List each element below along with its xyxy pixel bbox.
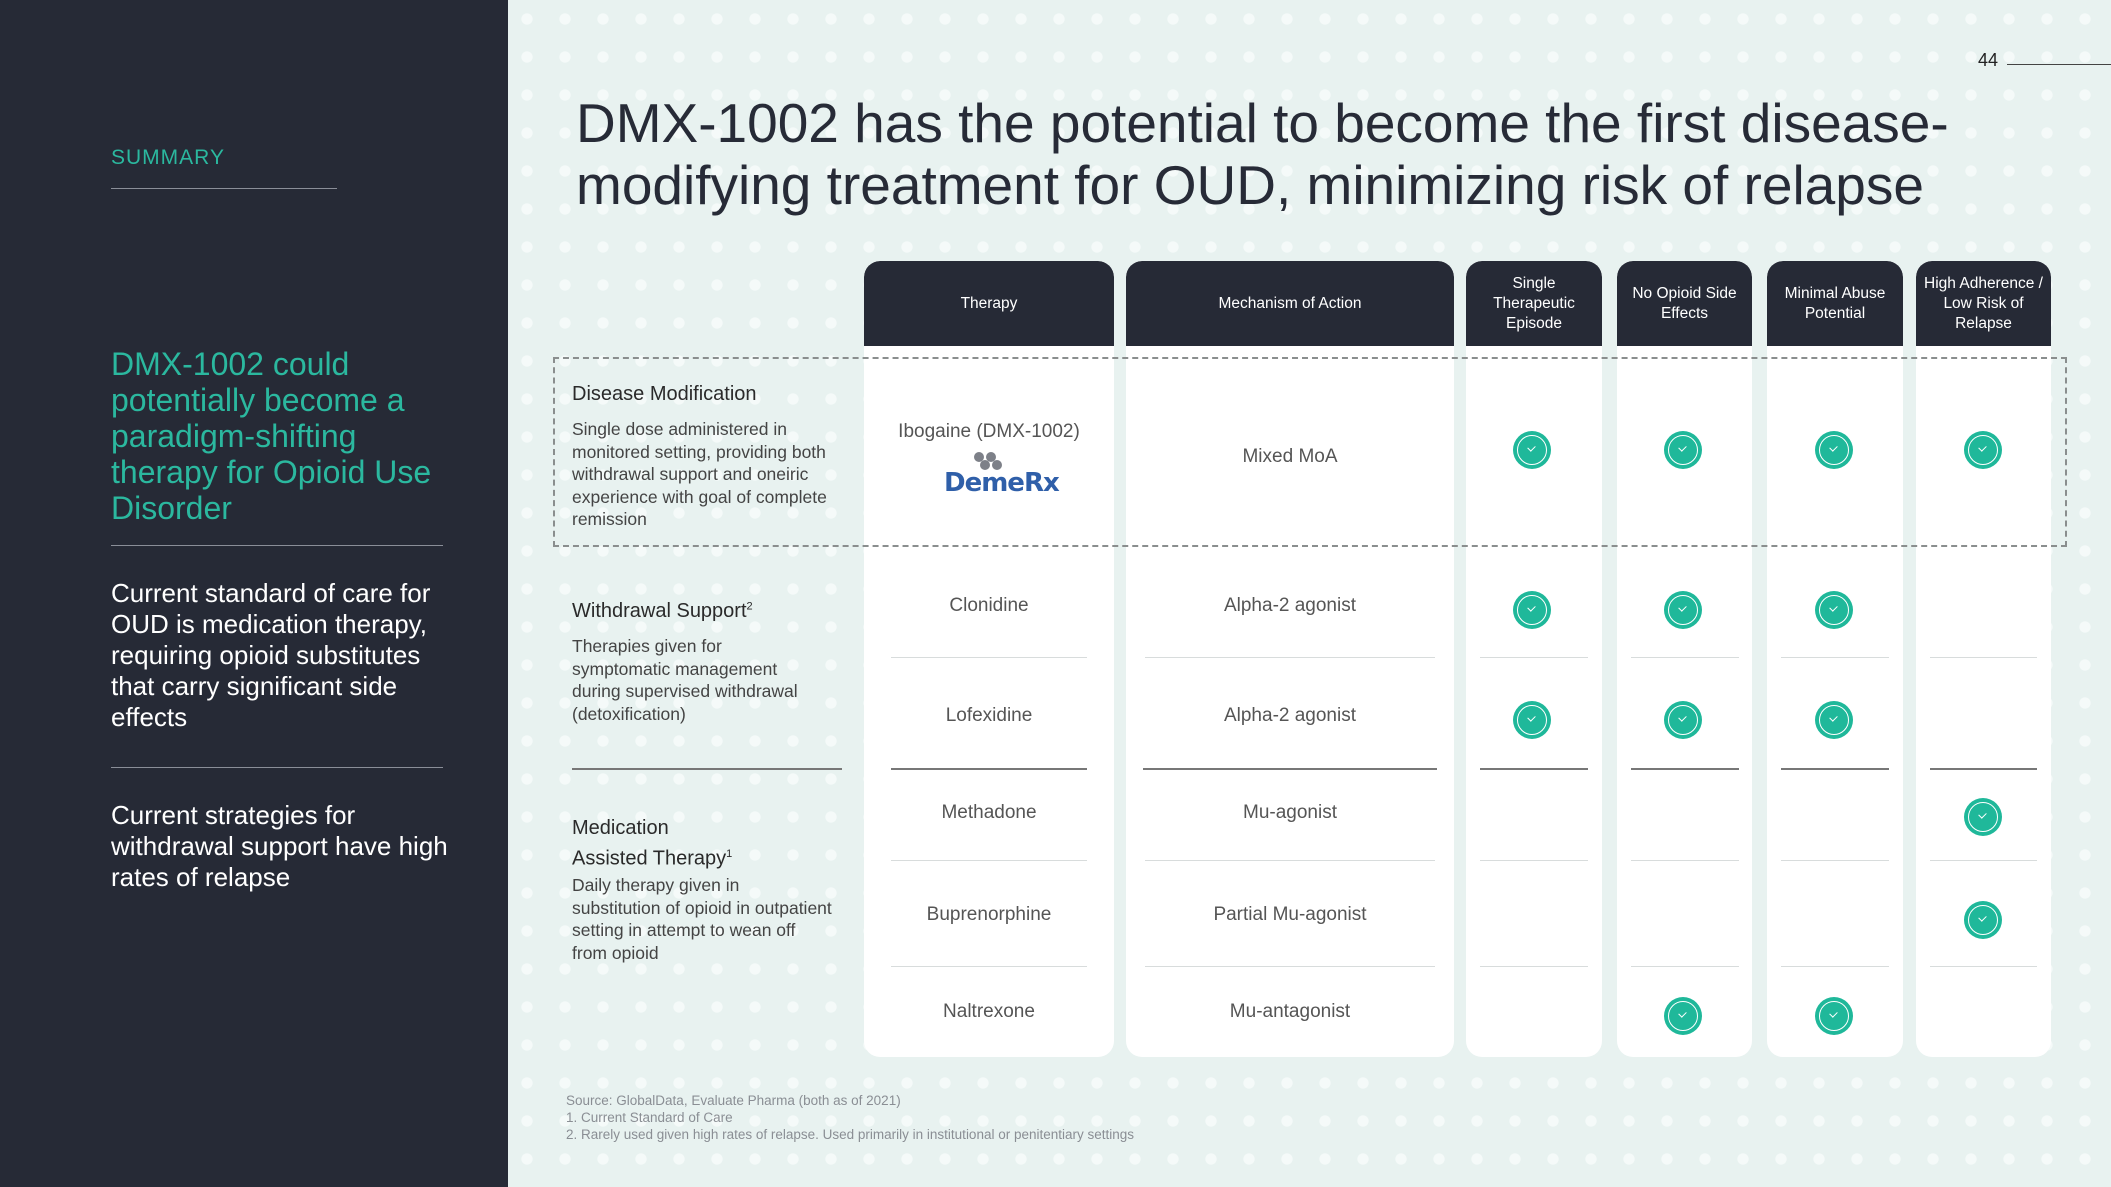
row-divider bbox=[1781, 768, 1889, 770]
column-header-single-episode: Single Therapeutic Episode bbox=[1466, 261, 1602, 346]
row-divider bbox=[1480, 657, 1588, 658]
row-divider bbox=[1930, 657, 2037, 658]
row-divider bbox=[1781, 860, 1889, 861]
check-icon bbox=[1815, 591, 1853, 629]
therapy-cell: Buprenorphine bbox=[926, 904, 1052, 925]
group-desc-medication-assisted-therapy: Daily therapy given in substitution of o… bbox=[572, 875, 832, 963]
row-divider bbox=[1145, 657, 1435, 658]
check-icon bbox=[1815, 431, 1853, 469]
sidebar-divider bbox=[111, 188, 337, 189]
page-title: DMX-1002 has the potential to become the… bbox=[576, 92, 1949, 216]
check-icon bbox=[1964, 901, 2002, 939]
column-minimal-abuse: Minimal Abuse Potential bbox=[1767, 261, 1903, 1057]
row-divider bbox=[1781, 966, 1889, 967]
moa-cell: Mu-agonist bbox=[1243, 802, 1337, 823]
page-number-rule bbox=[2007, 64, 2111, 65]
row-divider bbox=[891, 860, 1087, 861]
footer-note: 2. Rarely used given high rates of relap… bbox=[566, 1127, 1135, 1142]
therapy-cell: Methadone bbox=[941, 802, 1037, 823]
row-divider bbox=[1631, 768, 1739, 770]
moa-cell: Mixed MoA bbox=[1242, 446, 1338, 467]
sidebar-divider bbox=[111, 545, 443, 546]
row-divider bbox=[1930, 860, 2037, 861]
group-divider bbox=[572, 768, 842, 770]
row-divider bbox=[891, 657, 1087, 658]
group-desc-withdrawal-support: Therapies given for symptomatic manageme… bbox=[572, 636, 798, 724]
check-icon bbox=[1664, 701, 1702, 739]
row-divider bbox=[1143, 768, 1437, 770]
moa-cell: Alpha-2 agonist bbox=[1223, 595, 1357, 616]
moa-cell: Mu-antagonist bbox=[1229, 1001, 1351, 1022]
footer-note: 1. Current Standard of Care bbox=[566, 1110, 733, 1125]
logo-wordmark: DemeRx bbox=[944, 468, 1060, 498]
column-high-adherence: High Adherence / Low Risk of Relapse bbox=[1916, 261, 2051, 1057]
therapy-cell: Ibogaine (DMX-1002) bbox=[898, 421, 1080, 442]
row-divider bbox=[1930, 966, 2037, 967]
row-divider bbox=[891, 768, 1087, 770]
row-divider bbox=[1781, 657, 1889, 658]
group-title-withdrawal-support: Withdrawal Support2 bbox=[572, 600, 753, 622]
row-divider bbox=[1145, 860, 1435, 861]
row-divider bbox=[1480, 966, 1588, 967]
check-icon bbox=[1815, 701, 1853, 739]
column-header-high-adherence: High Adherence / Low Risk of Relapse bbox=[1916, 261, 2051, 346]
row-divider bbox=[1930, 768, 2037, 770]
row-divider bbox=[1480, 768, 1588, 770]
check-icon bbox=[1664, 997, 1702, 1035]
row-divider bbox=[1480, 860, 1588, 861]
check-icon bbox=[1964, 798, 2002, 836]
check-icon bbox=[1664, 431, 1702, 469]
check-icon bbox=[1664, 591, 1702, 629]
row-divider bbox=[1631, 860, 1739, 861]
row-divider bbox=[1631, 966, 1739, 967]
logo-dots-icon bbox=[972, 452, 1012, 472]
check-icon bbox=[1964, 431, 2002, 469]
column-therapy: Therapy bbox=[864, 261, 1114, 1057]
therapy-cell: Lofexidine bbox=[945, 705, 1033, 726]
sidebar-label: SUMMARY bbox=[111, 146, 225, 169]
therapy-cell: Naltrexone bbox=[943, 1001, 1035, 1022]
summary-sidebar: SUMMARY DMX-1002 could potentially becom… bbox=[0, 0, 508, 1187]
column-no-opioid-side-effects: No Opioid Side Effects bbox=[1617, 261, 1752, 1057]
row-divider bbox=[1631, 657, 1739, 658]
check-icon bbox=[1815, 997, 1853, 1035]
group-title-disease-modification: Disease Modification bbox=[572, 383, 757, 405]
check-icon bbox=[1513, 591, 1551, 629]
column-header-no-opioid-side-effects: No Opioid Side Effects bbox=[1617, 261, 1752, 346]
moa-cell: Alpha-2 agonist bbox=[1223, 705, 1357, 726]
sidebar-point: Current standard of care for OUD is medi… bbox=[111, 578, 431, 732]
column-header-moa: Mechanism of Action bbox=[1126, 261, 1454, 346]
page-number: 44 bbox=[1978, 50, 1999, 70]
therapy-cell: Clonidine bbox=[949, 595, 1029, 616]
disease-modification-highlight bbox=[553, 357, 2067, 547]
column-header-therapy: Therapy bbox=[864, 261, 1114, 346]
check-icon bbox=[1513, 431, 1551, 469]
column-moa: Mechanism of Action bbox=[1126, 261, 1454, 1057]
row-divider bbox=[891, 966, 1087, 967]
check-icon bbox=[1513, 701, 1551, 739]
demerx-logo: DemeRx bbox=[944, 452, 1060, 500]
sidebar-divider bbox=[111, 767, 443, 768]
sidebar-point: Current strategies for withdrawal suppor… bbox=[111, 800, 448, 892]
group-desc-disease-modification: Single dose administered in monitored se… bbox=[572, 419, 827, 529]
column-header-minimal-abuse: Minimal Abuse Potential bbox=[1767, 261, 1903, 346]
row-divider bbox=[1145, 966, 1435, 967]
footer-source: Source: GlobalData, Evaluate Pharma (bot… bbox=[566, 1093, 901, 1108]
column-single-episode: Single Therapeutic Episode bbox=[1466, 261, 1602, 1057]
sidebar-headline: DMX-1002 could potentially become a para… bbox=[111, 346, 432, 526]
moa-cell: Partial Mu-agonist bbox=[1213, 904, 1367, 925]
